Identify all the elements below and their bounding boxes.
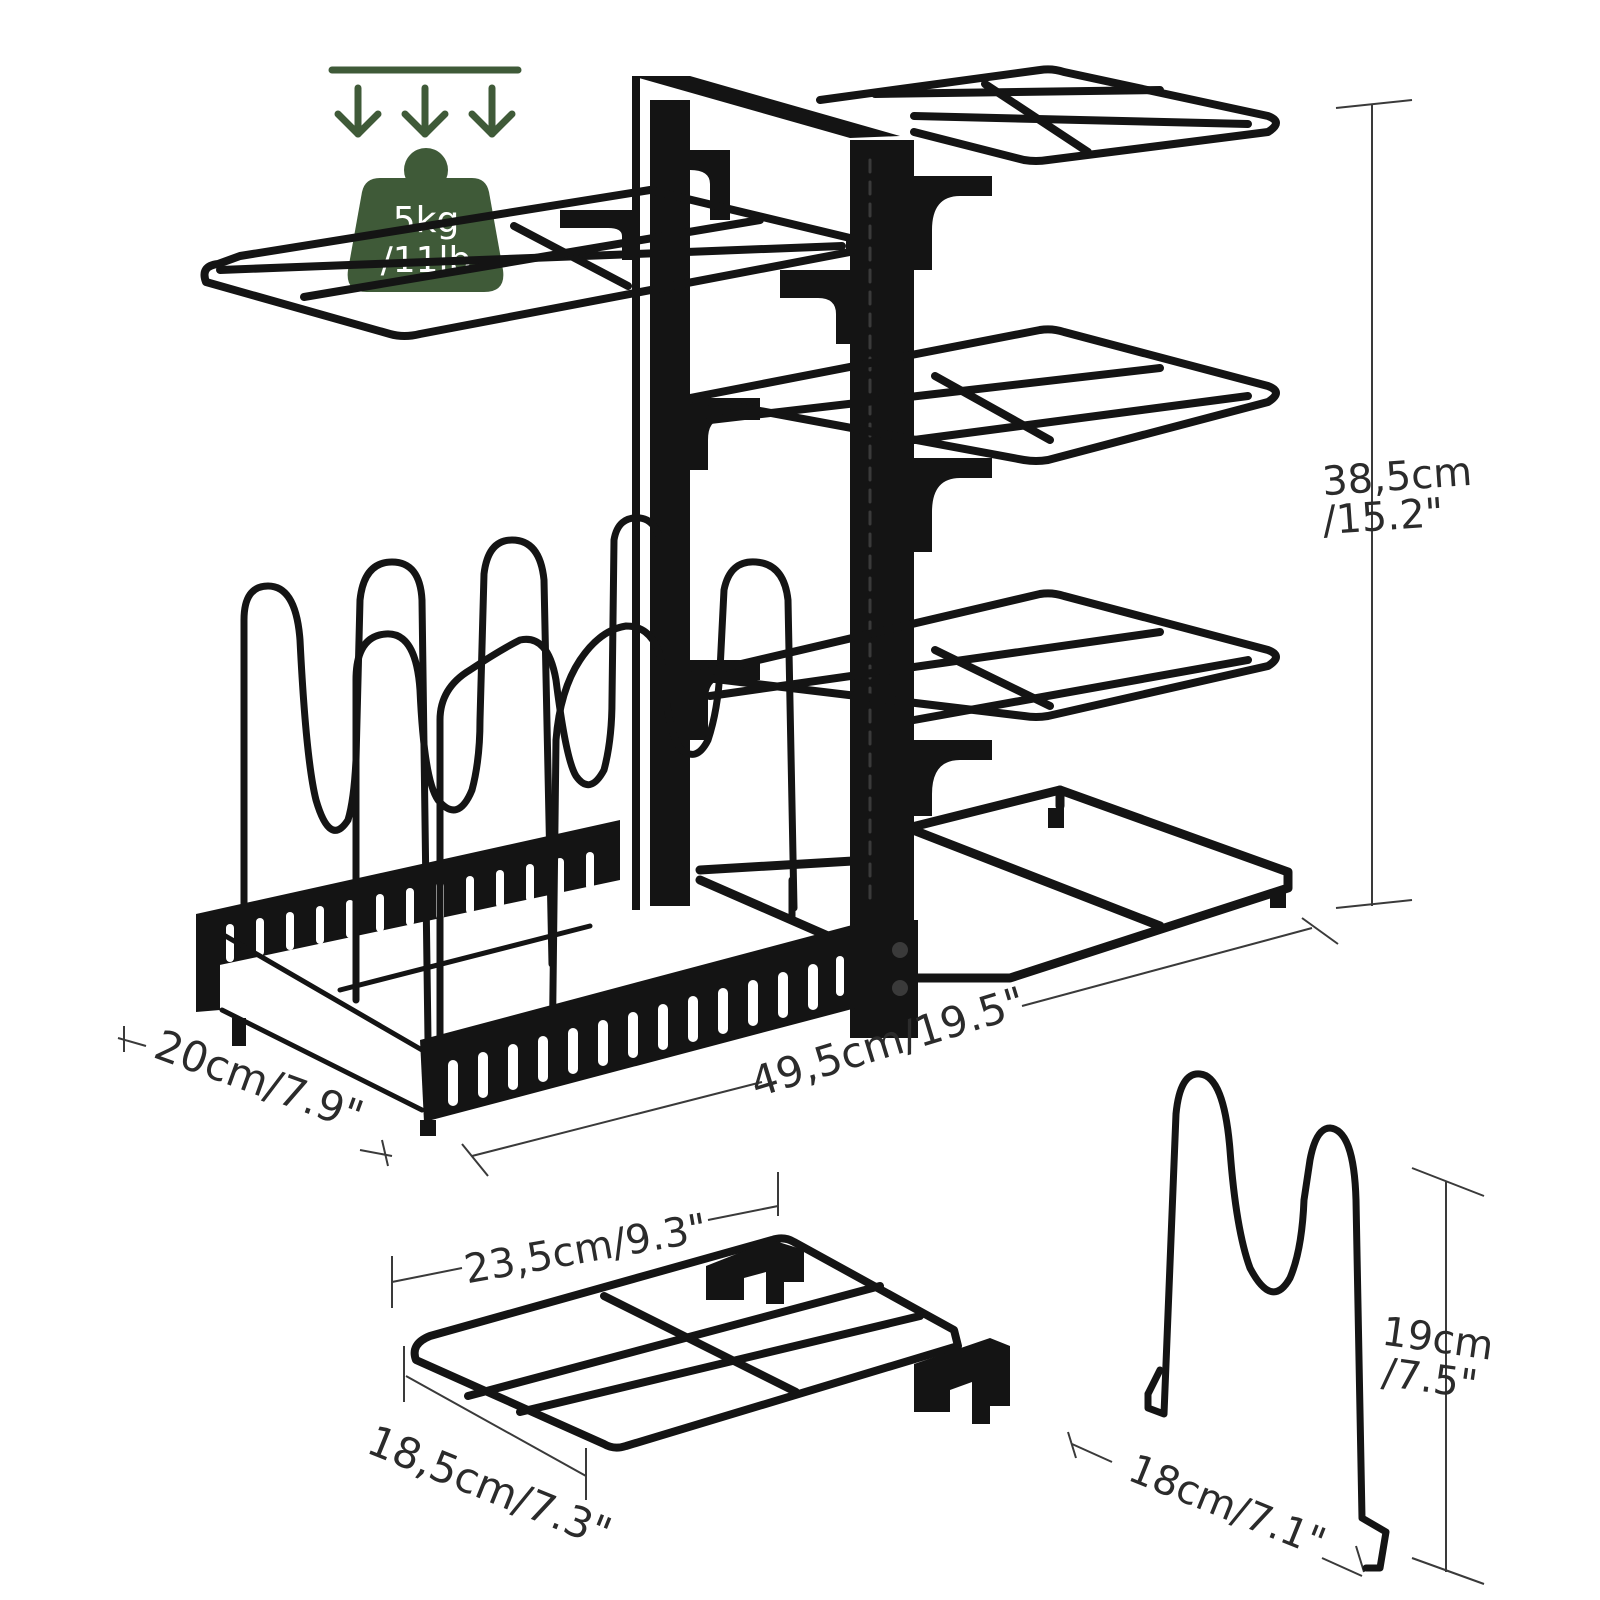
- load-arrows-icon: [328, 66, 522, 138]
- back-post: [632, 76, 900, 910]
- divider-detail: [1144, 1070, 1390, 1572]
- feet: [232, 808, 1286, 1136]
- lid-dividers: [240, 514, 798, 1084]
- divider-width-dimension-label: 18cm/7.1": [1122, 1446, 1331, 1566]
- front-base-tray: [196, 820, 856, 1122]
- pot-rack-main: [196, 65, 1293, 1136]
- height-dimension-label: 38,5cm: [1321, 449, 1474, 505]
- height-dimension-label-inch: /15.2": [1321, 490, 1445, 544]
- shelf-middle: [686, 325, 1280, 465]
- depth-dimension-label: 20cm/7.9": [148, 1020, 369, 1141]
- shelf-lower: [686, 589, 1280, 724]
- tray-slots: [226, 852, 844, 1106]
- dimension-lines: [117, 99, 1485, 1585]
- shelf-detail-hooks: [706, 1240, 1010, 1424]
- shelf-top-right: [816, 65, 1280, 165]
- shelf-detail: [410, 1234, 1010, 1452]
- front-post: [850, 140, 918, 1038]
- shelf-top-left: [200, 186, 854, 340]
- shelf-width-dimension-label: 23,5cm/9.3": [461, 1205, 711, 1293]
